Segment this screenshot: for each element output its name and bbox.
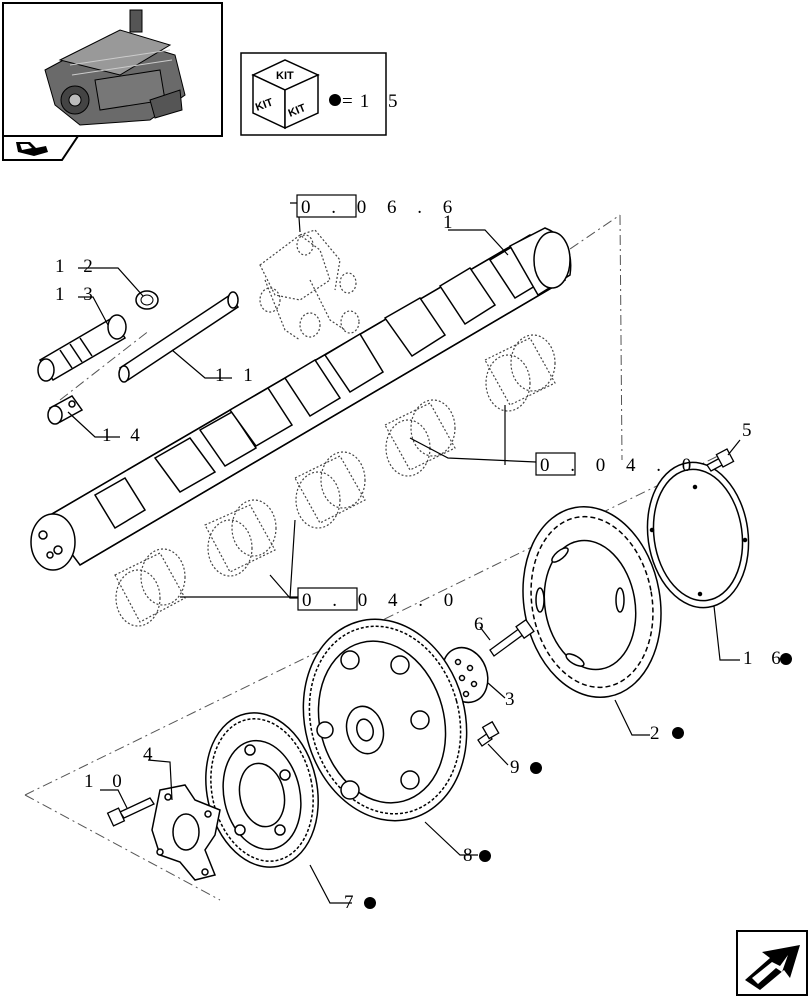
tone-wheel[interactable] xyxy=(508,496,675,709)
callout-3: 3 xyxy=(505,689,522,710)
callout-2: 2 xyxy=(650,723,667,744)
kit-label-left: KIT xyxy=(254,96,275,113)
view-arrow-icon[interactable] xyxy=(16,142,48,156)
callout-12: 1 2 xyxy=(55,256,100,277)
next-page-button[interactable] xyxy=(736,930,808,996)
note-bullet-icon xyxy=(329,94,341,106)
callout-labels: 1 1 2 1 3 1 1 1 4 5 1 6 6 3 2 9 8 7 4 1 … xyxy=(55,212,792,913)
callout-7: 7 xyxy=(344,892,361,913)
kit-cube-icon: KIT KIT KIT xyxy=(251,59,320,130)
callout-9: 9 xyxy=(510,757,527,778)
push-rod[interactable] xyxy=(118,291,240,383)
bearing-shell[interactable] xyxy=(294,451,366,529)
rocker-arm-assembly[interactable] xyxy=(259,229,360,341)
bolt[interactable] xyxy=(477,720,500,747)
bearing-shell[interactable] xyxy=(384,399,456,477)
callout-16: 1 6 xyxy=(743,648,788,669)
reference-bearings-upper[interactable]: 0 . 0 4 . 0 xyxy=(535,452,699,476)
callout-9-bullet-icon xyxy=(530,762,542,774)
callout-4: 4 xyxy=(143,744,160,765)
reference-rocker-code: 0 . 0 6 . 6 xyxy=(301,197,460,218)
callout-7-bullet-icon xyxy=(364,897,376,909)
kit-note: =1 5 xyxy=(342,91,404,112)
bearing-shell[interactable] xyxy=(114,548,186,627)
flange-plate[interactable] xyxy=(151,784,221,881)
callout-14: 1 4 xyxy=(102,425,147,446)
bolt[interactable] xyxy=(489,618,535,657)
callout-10: 1 0 xyxy=(84,771,129,792)
callout-1: 1 xyxy=(443,212,460,233)
callout-13: 1 3 xyxy=(55,284,100,305)
bearing-shell[interactable] xyxy=(204,499,277,577)
bearing-shell[interactable] xyxy=(484,334,556,412)
callout-8: 8 xyxy=(463,845,480,866)
callout-16-bullet-icon xyxy=(780,653,792,665)
kit-info-box: KIT KIT KIT =1 5 xyxy=(240,52,404,136)
washer-hole xyxy=(140,294,154,306)
reference-bearings-upper-code: 0 . 0 4 . 0 xyxy=(540,455,699,476)
engine-illustration-icon xyxy=(44,9,186,126)
reference-bearings-lower-code: 0 . 0 4 . 0 xyxy=(302,590,461,611)
reference-bearings-lower[interactable]: 0 . 0 4 . 0 xyxy=(297,587,461,611)
callout-2-bullet-icon xyxy=(672,727,684,739)
reference-rocker[interactable]: 0 . 0 6 . 6 xyxy=(296,194,460,218)
callout-8-bullet-icon xyxy=(479,850,491,862)
bolt[interactable] xyxy=(106,797,155,827)
callout-11: 1 1 xyxy=(215,365,260,386)
engine-thumbnail[interactable] xyxy=(2,2,223,161)
tappet-roller[interactable] xyxy=(47,395,84,425)
camshaft[interactable] xyxy=(30,227,572,571)
leader-lines xyxy=(67,202,741,904)
camshaft-gear[interactable] xyxy=(281,601,488,839)
kit-label-top: KIT xyxy=(276,70,294,82)
callout-5: 5 xyxy=(742,420,759,441)
next-page-arrow-icon xyxy=(745,945,800,990)
gasket-ring[interactable] xyxy=(638,456,757,614)
callout-6: 6 xyxy=(474,614,491,635)
idler-gear[interactable] xyxy=(192,702,332,877)
tappet[interactable] xyxy=(37,314,127,382)
